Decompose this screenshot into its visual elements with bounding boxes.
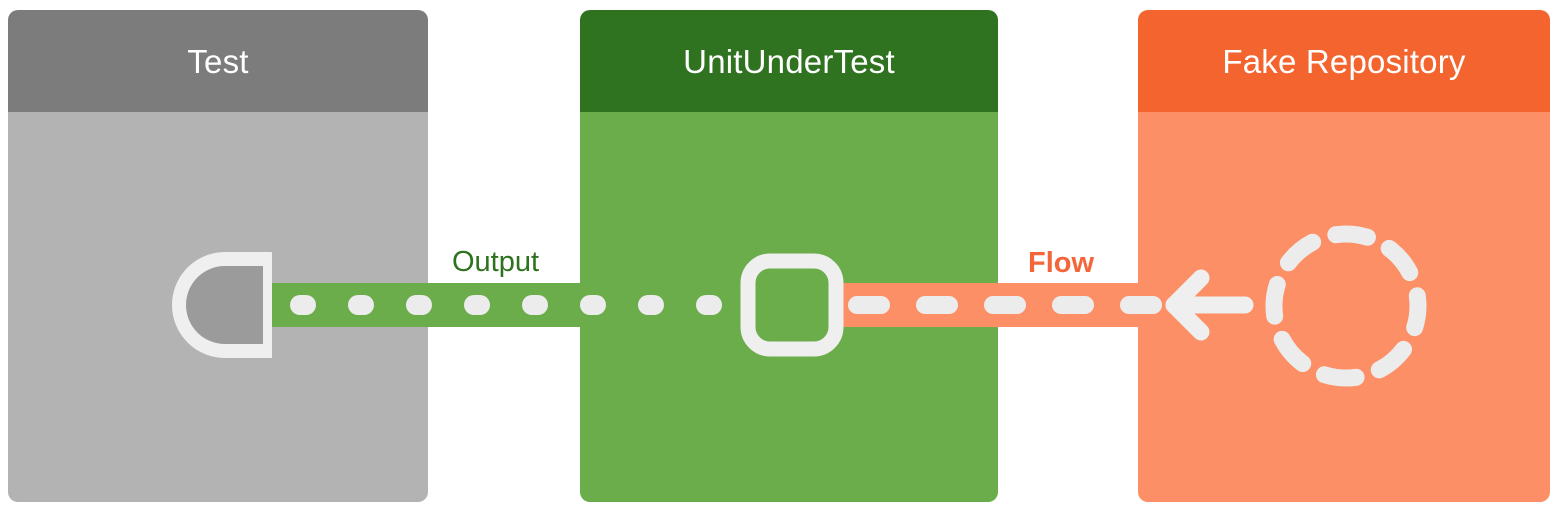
panel-unit-under-test-title: UnitUnderTest: [683, 42, 895, 80]
dashed-circle-graphic: [1265, 225, 1427, 387]
panel-fake-repository-title: Fake Repository: [1222, 42, 1466, 80]
arrow-left-icon: [1160, 268, 1254, 342]
rounded-square-node-icon: [740, 253, 844, 357]
rounded-square-node-graphic: [740, 253, 844, 357]
half-round-port-graphic: [172, 252, 272, 358]
panel-fake-repository[interactable]: Fake Repository: [1138, 10, 1550, 502]
arrow-left-graphic: [1165, 269, 1254, 341]
panel-test-title: Test: [187, 42, 249, 80]
half-round-port-icon: [172, 252, 272, 358]
panel-unit-under-test-header: UnitUnderTest: [580, 10, 998, 112]
connector-flow-graphic: [842, 283, 1172, 327]
connector-flow[interactable]: [842, 283, 1172, 327]
panel-fake-repository-header: Fake Repository: [1138, 10, 1550, 112]
edge-label-output: Output: [452, 246, 540, 278]
edge-label-flow: Flow: [1028, 247, 1095, 279]
connector-flow-dashes: [848, 296, 1162, 314]
panel-test-header: Test: [8, 10, 428, 112]
dashed-circle-icon: [1258, 218, 1434, 394]
